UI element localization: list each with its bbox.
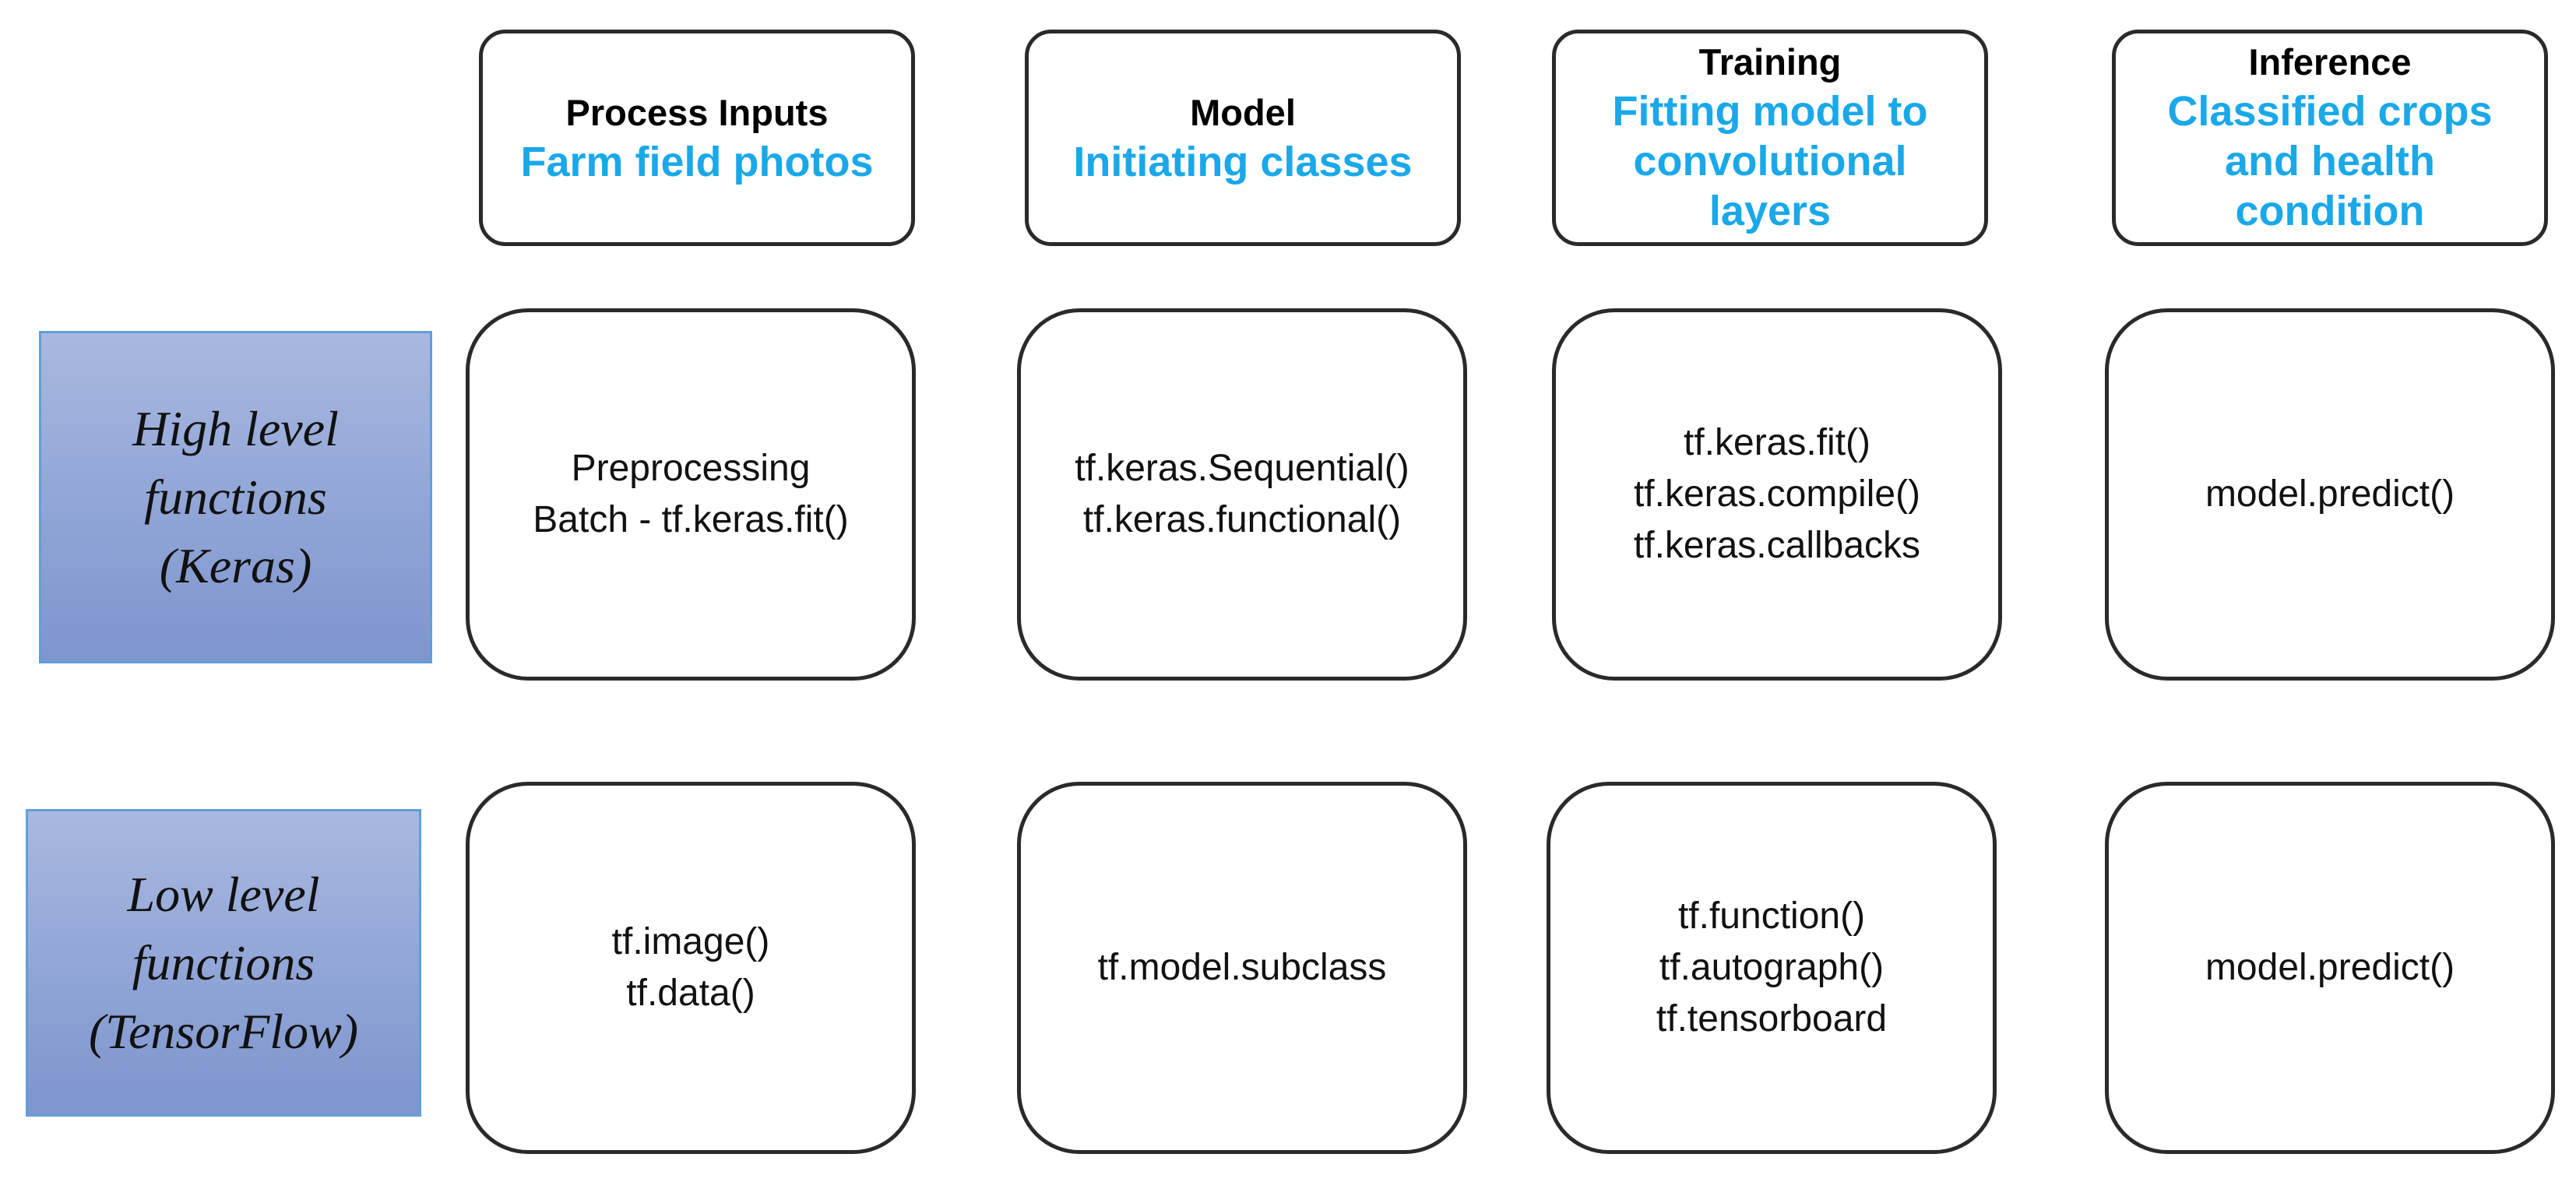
header-title: Model	[1190, 92, 1296, 133]
cell-line: tf.keras.compile()	[1633, 473, 1921, 515]
row-label-line: High level	[132, 400, 339, 456]
cell-line: Batch - tf.keras.fit()	[533, 499, 849, 540]
header-subtitle-line: Classified crops	[2167, 88, 2493, 135]
header-subtitle-line: layers	[1709, 188, 1832, 234]
header-title: Inference	[2248, 41, 2412, 83]
row-label-line: Low level	[127, 866, 320, 922]
cell-low-inference: model.predict()	[2105, 782, 2555, 1154]
cell-low-training: tf.function() tf.autograph() tf.tensorbo…	[1547, 782, 1997, 1154]
cell-line: tf.keras.callbacks	[1633, 525, 1921, 566]
header-title: Process Inputs	[565, 92, 829, 133]
cell-line: tf.function()	[1677, 895, 1866, 937]
header-subtitle-line: and health	[2224, 138, 2436, 185]
row-label-line: (TensorFlow)	[88, 1003, 359, 1059]
cell-line: tf.keras.fit()	[1683, 422, 1871, 463]
header-inference: Inference Classified crops and health co…	[2112, 30, 2548, 246]
header-subtitle-line: Initiating classes	[1073, 139, 1413, 185]
cell-low-model: tf.model.subclass	[1017, 782, 1467, 1154]
cell-line: tf.image()	[611, 921, 770, 962]
header-model: Model Initiating classes	[1025, 30, 1461, 246]
cell-high-training: tf.keras.fit() tf.keras.compile() tf.ker…	[1552, 308, 2002, 681]
cell-line: tf.autograph()	[1659, 947, 1884, 988]
header-training: Training Fitting model to convolutional …	[1552, 30, 1988, 246]
cell-high-inference: model.predict()	[2105, 308, 2555, 681]
header-subtitle-line: convolutional	[1633, 138, 1907, 185]
cell-line: tf.keras.Sequential()	[1075, 448, 1409, 489]
cell-line: model.predict()	[2205, 473, 2455, 515]
cell-high-process-inputs: Preprocessing Batch - tf.keras.fit()	[466, 308, 916, 681]
row-label-line: functions	[132, 934, 315, 990]
cell-high-model: tf.keras.Sequential() tf.keras.functiona…	[1017, 308, 1467, 681]
header-subtitle-line: condition	[2235, 188, 2425, 234]
cell-line: model.predict()	[2205, 947, 2455, 988]
cell-low-process-inputs: tf.image() tf.data()	[466, 782, 916, 1154]
header-title: Training	[1698, 41, 1842, 83]
row-label-line: functions	[144, 469, 327, 525]
row-label-line: (Keras)	[159, 537, 312, 593]
header-subtitle-line: Farm field photos	[520, 139, 874, 185]
header-subtitle-line: Fitting model to	[1612, 88, 1928, 135]
cell-line: tf.tensorboard	[1656, 998, 1888, 1040]
cell-line: Preprocessing	[571, 448, 811, 489]
cell-line: tf.data()	[626, 973, 755, 1014]
row-label-high-level: High level functions (Keras)	[39, 331, 432, 663]
cell-line: tf.keras.functional()	[1082, 499, 1402, 540]
row-label-low-level: Low level functions (TensorFlow)	[26, 809, 421, 1117]
header-process-inputs: Process Inputs Farm field photos	[479, 30, 915, 246]
cell-line: tf.model.subclass	[1097, 947, 1387, 988]
